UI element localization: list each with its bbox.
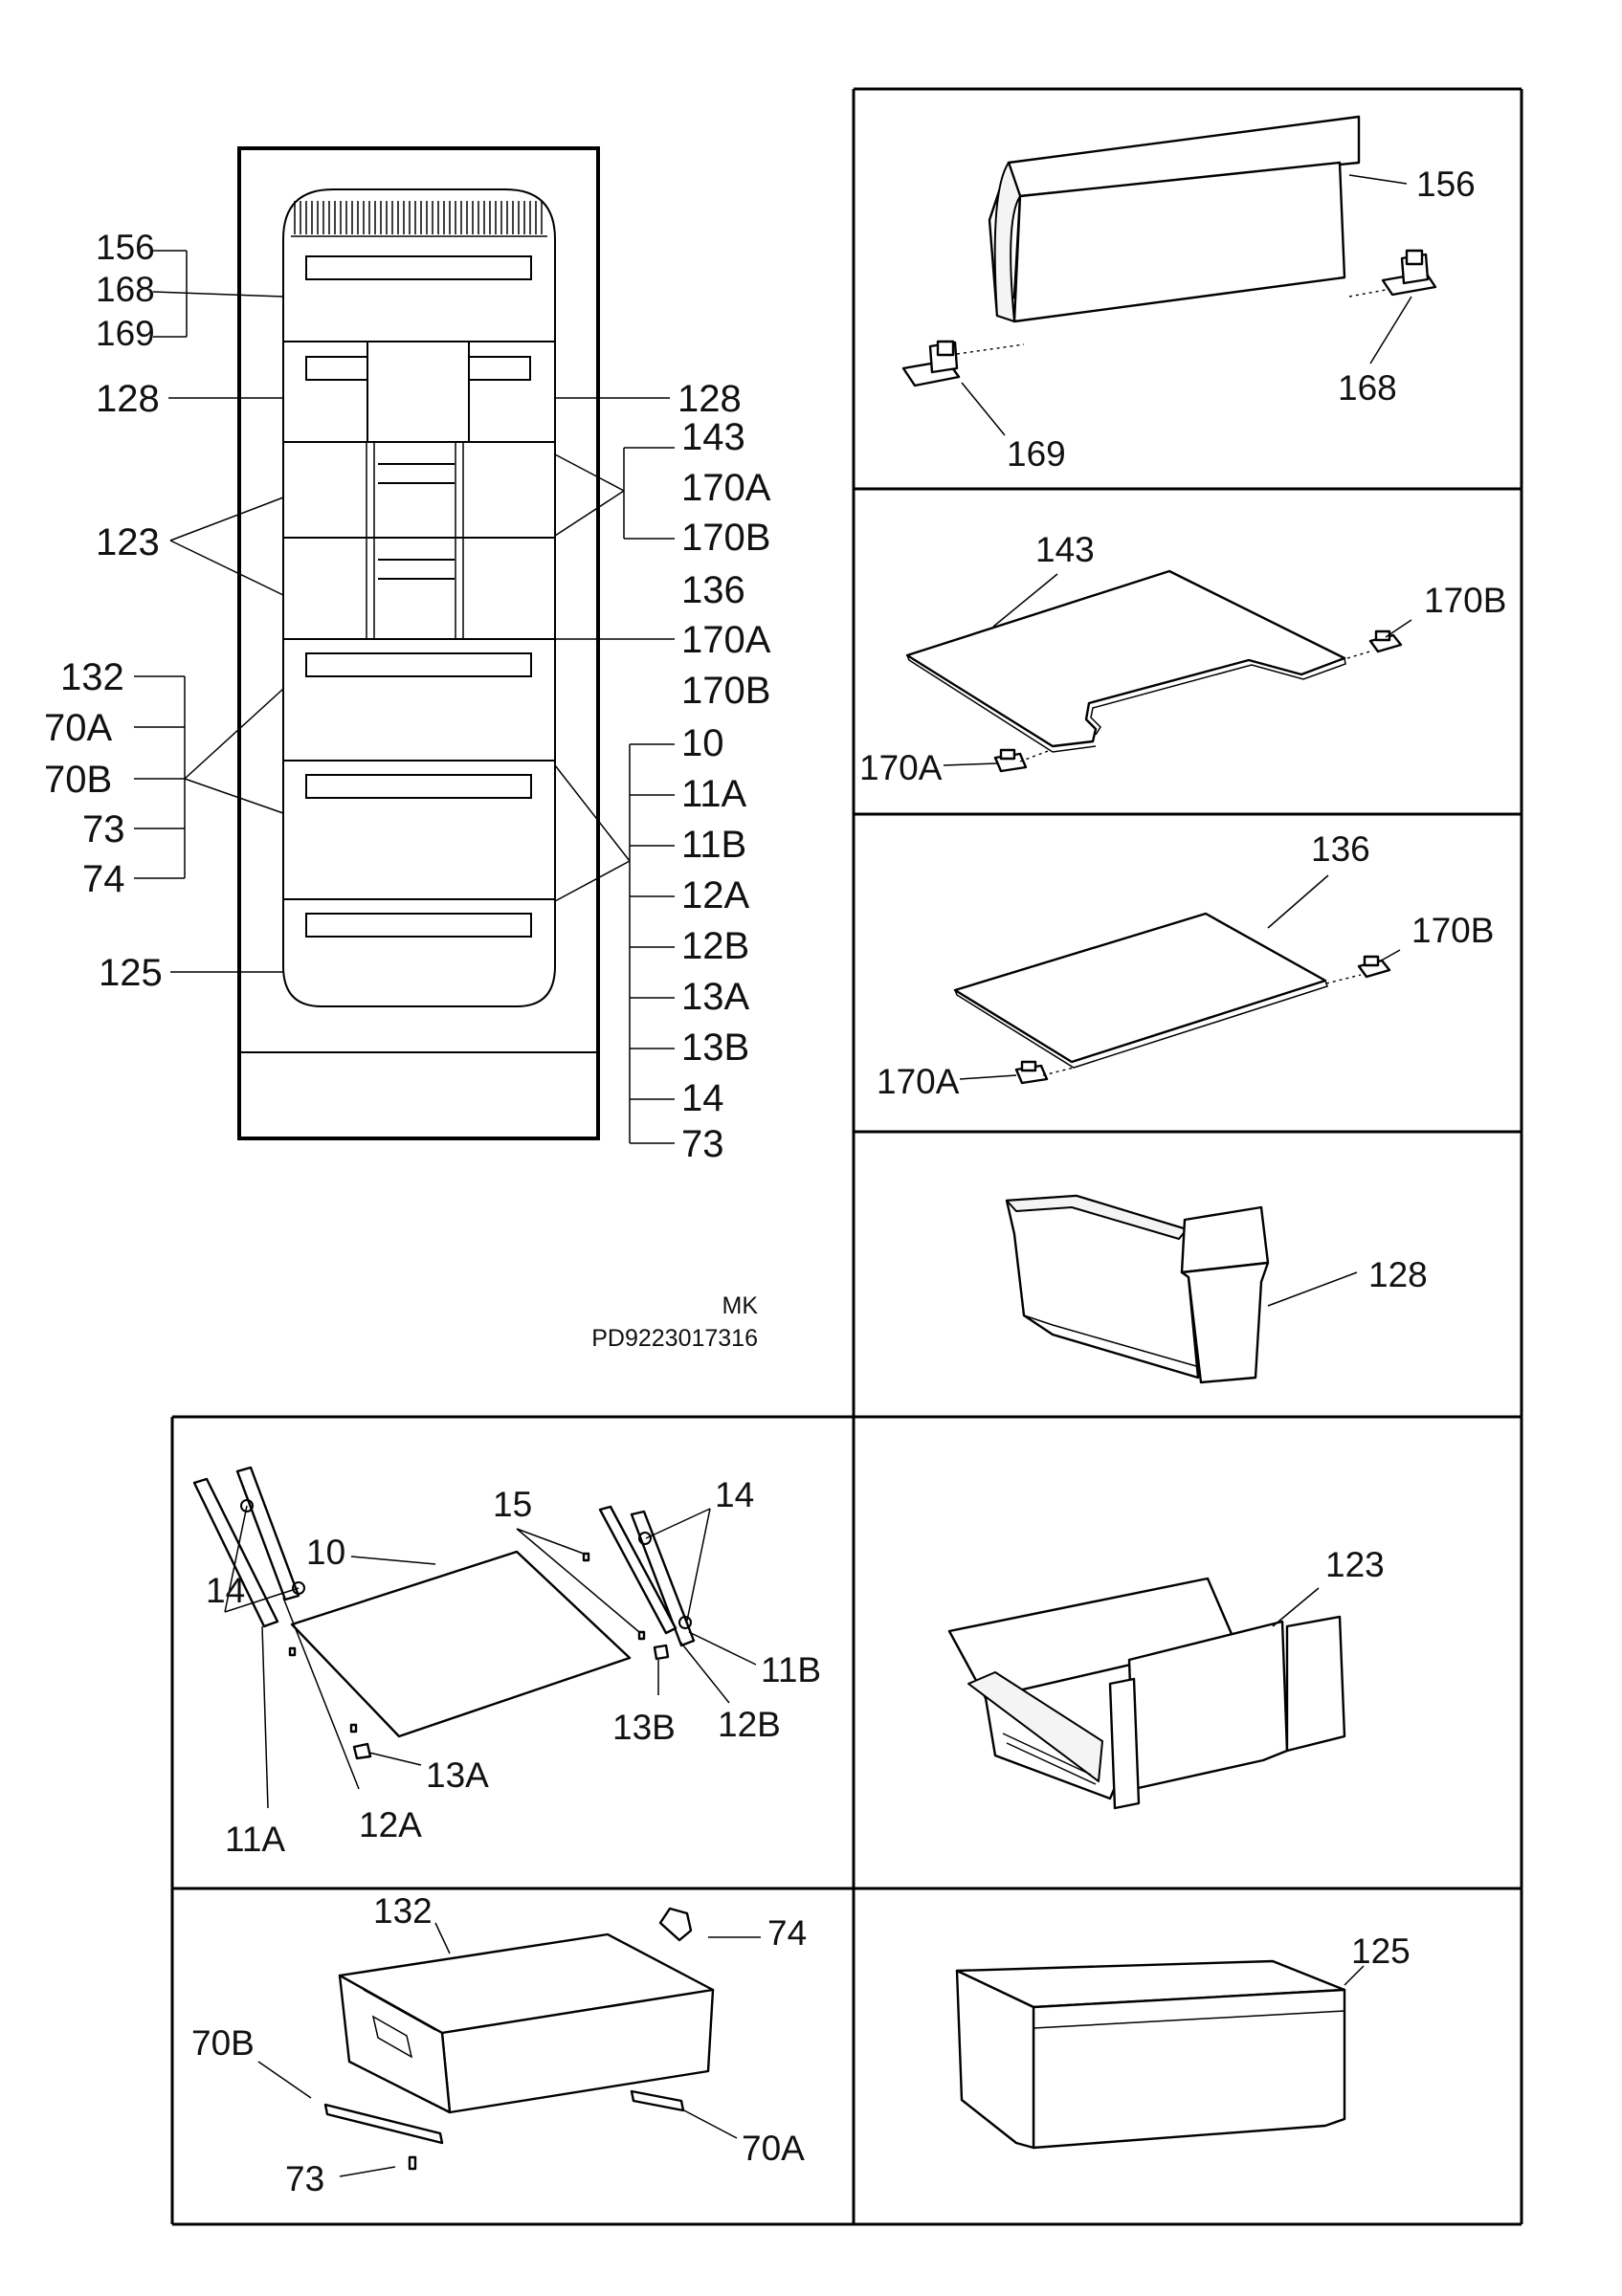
clip-170b-upper: [1346, 629, 1403, 659]
runner-70b: [323, 2103, 444, 2145]
panel-label-132: 132: [373, 1891, 433, 1931]
label-168: 168: [96, 270, 155, 309]
overview-leaders-right: [554, 397, 675, 1144]
figure-code-pd: PD9223017316: [591, 1325, 758, 1352]
label-128-right: 128: [678, 378, 742, 420]
panel-label-170b-upper: 170B: [1424, 581, 1506, 620]
label-13b: 13B: [681, 1027, 749, 1069]
panel-flap-156: 156 168 169: [901, 115, 1476, 474]
label-14: 14: [681, 1077, 724, 1119]
label-128-left: 128: [96, 378, 160, 420]
panel-shelf-rails-10: 15 14 14 10 11B 12B 13B 13A 12A 11A: [192, 1466, 821, 1859]
panel-label-15: 15: [493, 1485, 532, 1524]
label-125: 125: [99, 952, 163, 994]
panel-label-14-right: 14: [715, 1475, 754, 1514]
top-vent-grille: [291, 201, 547, 237]
overview-labels: 156 168 169 128 123 132 70A 70B 73 74 12…: [44, 228, 771, 1352]
clip-169: [901, 340, 1025, 387]
panel-label-125: 125: [1351, 1932, 1411, 1971]
label-156: 156: [96, 228, 155, 267]
panel-shelf-136: 136 170B 170A: [877, 829, 1494, 1101]
panel-frames: [170, 87, 1523, 2226]
label-73-left: 73: [82, 808, 125, 850]
clip-170a-lower: [1014, 1060, 1075, 1085]
panel-label-70a: 70A: [742, 2129, 805, 2168]
panel-label-11a: 11A: [225, 1820, 285, 1859]
panel-label-74: 74: [767, 1913, 807, 1953]
label-123: 123: [96, 521, 160, 563]
panel-label-12a: 12A: [359, 1805, 422, 1844]
label-170a-upper: 170A: [681, 467, 771, 509]
panel-shelf-143: 143 170B 170A: [859, 530, 1506, 787]
panel-label-11b: 11B: [761, 1650, 821, 1689]
label-12a: 12A: [681, 874, 749, 916]
panel-label-73: 73: [285, 2159, 324, 2198]
panel-basket-128: 128: [1005, 1194, 1428, 1384]
runner-70a: [630, 2089, 685, 2112]
panel-label-170a-upper: 170A: [859, 748, 943, 787]
label-70b: 70B: [44, 759, 112, 801]
label-12b: 12B: [681, 925, 749, 967]
label-170b-upper: 170B: [681, 517, 770, 559]
panel-label-14-left: 14: [206, 1571, 245, 1610]
panel-drawer-123: 123: [947, 1545, 1385, 1810]
panel-label-123: 123: [1325, 1545, 1385, 1584]
label-170a-lower: 170A: [681, 619, 771, 661]
label-11b: 11B: [681, 824, 746, 866]
panel-drawer-132: 132 74 70B 70A 73: [191, 1891, 807, 2198]
clip-170b-lower: [1325, 955, 1391, 984]
panel-label-12b: 12B: [718, 1705, 781, 1744]
label-74: 74: [82, 858, 125, 900]
part-74-clip: [658, 1907, 693, 1942]
label-143: 143: [681, 416, 745, 458]
label-10: 10: [681, 722, 724, 764]
overview-leaders-left: [134, 250, 284, 973]
label-169: 169: [96, 314, 155, 353]
label-170b-lower: 170B: [681, 670, 770, 712]
clip-168: [1348, 249, 1437, 298]
panel-label-128: 128: [1368, 1255, 1428, 1294]
panel-label-170b-lower: 170B: [1411, 911, 1494, 950]
panel-label-168: 168: [1338, 368, 1397, 408]
label-13a: 13A: [681, 976, 749, 1018]
label-136: 136: [681, 569, 745, 611]
panel-label-169: 169: [1007, 434, 1066, 474]
label-132: 132: [60, 656, 124, 698]
freezer-cabinet-overview: [237, 146, 600, 1140]
label-73-right: 73: [681, 1123, 724, 1165]
label-70a: 70A: [44, 707, 112, 749]
panel-label-13a: 13A: [426, 1755, 489, 1795]
label-11a: 11A: [681, 773, 747, 815]
panel-label-136: 136: [1311, 829, 1370, 869]
panel-drawer-125: 125: [955, 1932, 1411, 2150]
panel-label-13b: 13B: [612, 1708, 676, 1747]
panel-label-170a-lower: 170A: [877, 1062, 960, 1101]
panel-label-70b: 70B: [191, 2023, 255, 2063]
clip-170a-upper: [993, 748, 1052, 773]
figure-code-mk: MK: [722, 1292, 759, 1319]
panel-label-10: 10: [306, 1533, 345, 1572]
panel-label-143: 143: [1035, 530, 1095, 569]
panel-label-156: 156: [1416, 165, 1476, 204]
